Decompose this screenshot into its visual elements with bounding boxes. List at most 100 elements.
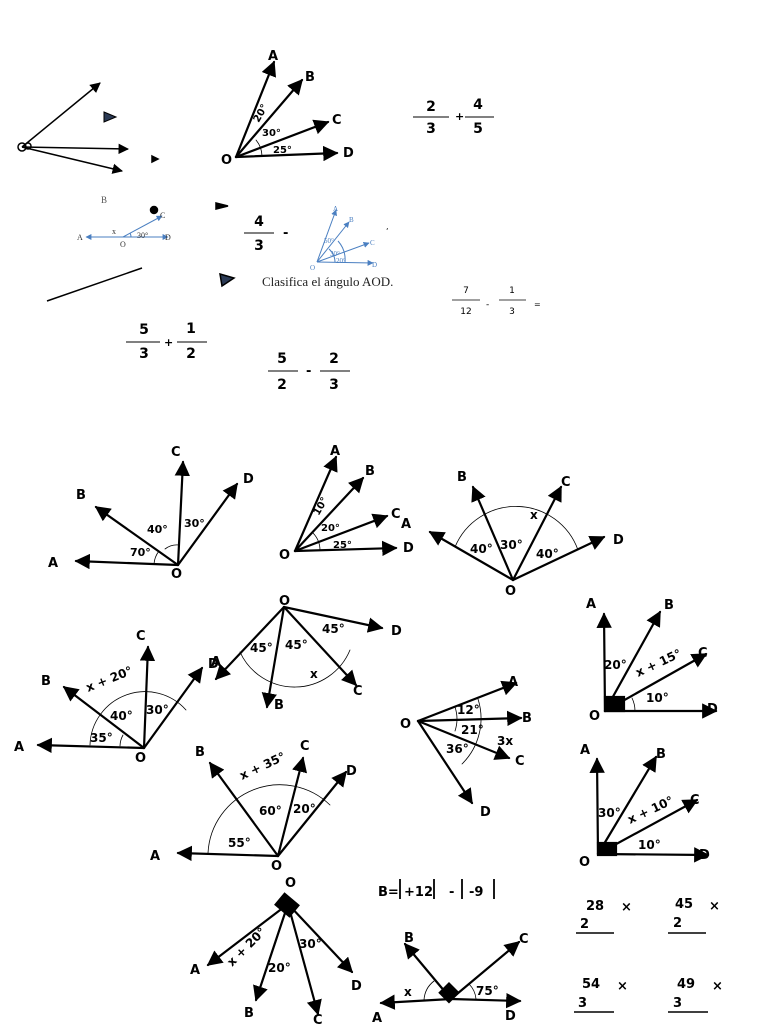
svg-text:5: 5 [473,121,483,137]
svg-text:40°: 40° [470,542,493,556]
svg-text:A: A [580,743,590,758]
svg-text:45°: 45° [322,622,345,636]
svg-text:C: C [313,1013,323,1024]
svg-text:D: D [403,541,414,556]
svg-text:+12: +12 [404,885,433,900]
svg-text:D: D [208,657,219,672]
svg-text:36°: 36° [446,742,469,756]
svg-text:A: A [211,655,221,670]
svg-text:O: O [505,584,516,599]
labels-d3: A B C D O 40° 30° 40° x [401,470,624,599]
svg-text:O: O [120,240,126,249]
svg-text:B: B [404,931,414,946]
svg-text:4: 4 [473,97,483,113]
svg-text:C: C [561,475,571,490]
svg-text:O: O [400,717,411,732]
multiplication-exercises: 28 × 2 45 × 2 54 × 3 49 × 3 [574,897,723,1013]
svg-text:45: 45 [675,897,693,912]
svg-text:21°: 21° [461,723,484,737]
svg-text:O: O [589,709,600,724]
fraction-4-5: 4 5 [465,97,494,137]
svg-text:B: B [365,464,375,479]
svg-text:O: O [579,855,590,870]
svg-text:C: C [698,646,708,661]
svg-text:D: D [346,764,357,779]
angle-diagram-10 [206,892,354,1016]
svg-text:50°: 50° [324,237,334,245]
fraction-5-2: 5 2 - [268,351,311,393]
svg-text:40°: 40° [536,547,559,561]
svg-text:-: - [306,364,311,379]
absolute-value-expression: B= +12 - -9 [378,879,495,900]
svg-text:55°: 55° [228,836,251,850]
svg-text:×: × [712,979,723,994]
svg-text:×: × [617,979,628,994]
svg-text:O: O [135,751,146,766]
fraction-7-12: 7 12 - [452,286,489,317]
svg-text:A: A [586,597,596,612]
svg-text:x: x [404,985,412,999]
svg-text:3: 3 [509,307,515,317]
svg-text:B: B [41,674,51,689]
svg-text:A: A [372,1011,382,1024]
svg-text:B: B [664,598,674,613]
svg-text:C: C [332,113,342,128]
svg-text:4: 4 [254,214,264,230]
svg-text:A: A [190,963,200,978]
svg-text:O: O [221,153,232,168]
svg-text:2: 2 [186,346,196,362]
svg-text:3: 3 [673,996,682,1011]
labels-d1: A B C D O 70° 40° 30° [48,445,254,582]
svg-text:49: 49 [677,977,695,992]
svg-text:O: O [310,264,315,272]
svg-text:20°: 20° [268,961,291,975]
svg-text:x + 15°: x + 15° [633,646,683,679]
svg-text:C: C [515,754,525,769]
svg-text:10°: 10° [646,691,669,705]
labels-d2: A B C D O 10° 20° 25° [279,444,414,563]
svg-text:C: C [353,684,363,699]
svg-text:30°: 30° [330,250,340,258]
svg-text:-9: -9 [469,885,483,900]
angle-diagram-11 [379,940,522,1010]
fraction-5-3: 5 3 + [126,322,173,362]
mult-49x3: 49 × 3 [668,977,723,1013]
svg-text:45°: 45° [285,638,308,652]
svg-text:60°: 60° [259,804,282,818]
svg-text:30°: 30° [299,937,322,951]
classify-angle-caption: Clasifica el ángulo AOD. [262,274,394,289]
angle-diagram-5 [214,605,384,709]
svg-text:C: C [160,211,165,220]
svg-text:30°: 30° [598,806,621,820]
fraction-2-3: 2 3 + [413,99,464,137]
svg-text:x + 20°: x + 20° [84,663,135,694]
svg-text:30°: 30° [500,538,523,552]
angle-diagram-2 [293,455,398,557]
svg-text:B: B [274,698,284,713]
svg-text:B: B [656,747,666,762]
svg-text:7: 7 [463,286,469,296]
svg-text:-: - [486,300,489,310]
angle-diagram-7 [416,680,523,805]
svg-text:B=: B= [378,885,399,900]
svg-text:2: 2 [329,351,339,367]
svg-text:D: D [165,233,171,242]
svg-text:=: = [534,300,541,309]
svg-text:28: 28 [586,899,604,914]
svg-text:12°: 12° [457,703,480,717]
svg-text:35°: 35° [90,731,113,745]
svg-text:D: D [243,472,254,487]
svg-text:D: D [699,848,710,863]
fraction-exercises: 2 3 + 4 5 4 3 - 7 12 - 1 3 = 5 [126,97,541,393]
svg-text:D: D [351,979,362,994]
svg-text:C: C [391,507,401,522]
fraction-2-3-b: 2 3 [320,351,350,393]
svg-text:1: 1 [186,321,196,337]
svg-text:C: C [300,739,310,754]
svg-text:x + 10°: x + 10° [625,793,675,826]
svg-text:A: A [508,675,518,690]
svg-text:40°: 40° [147,523,168,536]
svg-text:B: B [305,70,315,85]
svg-text:O: O [271,859,282,874]
